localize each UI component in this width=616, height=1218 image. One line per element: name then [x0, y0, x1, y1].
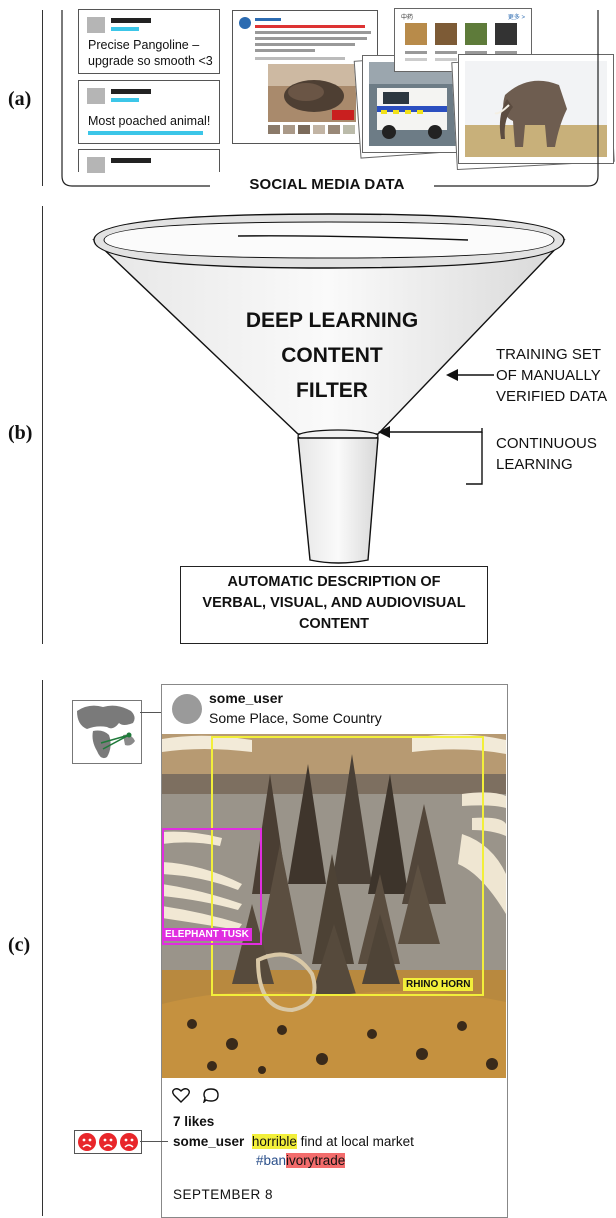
sentiment-connector — [140, 1141, 168, 1142]
filter-line: FILTER — [296, 379, 368, 402]
tweet-author-redacted — [111, 89, 151, 94]
filter-title: DEEP LEARNING CONTENT FILTER — [212, 303, 452, 408]
tweet-handle-redacted — [111, 98, 139, 102]
post-caption: some_user horrible find at local market — [173, 1134, 414, 1149]
output-box: AUTOMATIC DESCRIPTION OF VERBAL, VISUAL,… — [180, 566, 488, 644]
note-line: LEARNING — [496, 456, 573, 473]
shop-tab: 中药 — [401, 15, 414, 21]
tweet-text: Most poached animal! — [88, 114, 211, 128]
panel-label-c: (c) — [8, 934, 31, 956]
divider-a — [42, 10, 43, 186]
training-set-note: TRAINING SET OF MANUALLY VERIFIED DATA — [496, 344, 607, 407]
sad-face-icon — [120, 1133, 138, 1151]
continuous-learning-note: CONTINUOUS LEARNING — [496, 433, 597, 475]
tweet-card — [78, 149, 220, 173]
output-line: AUTOMATIC DESCRIPTION OF — [227, 574, 441, 590]
panel-label-a: (a) — [8, 88, 32, 110]
note-line: CONTINUOUS — [496, 435, 597, 452]
tweet-author-redacted — [111, 158, 151, 163]
more-link: 更多 > — [507, 15, 525, 21]
post-date: SEPTEMBER 8 — [173, 1187, 274, 1202]
divider-c — [42, 680, 43, 1216]
sentiment-indicator — [74, 1130, 142, 1154]
product-image — [465, 23, 487, 45]
post-location[interactable]: Some Place, Some Country — [209, 710, 382, 726]
hashtag-highlight: ivorytrade — [286, 1153, 346, 1168]
note-line: OF MANUALLY — [496, 367, 601, 384]
product-image — [405, 23, 427, 45]
pangolin-photo — [268, 64, 356, 122]
tweet-card: Precise Pangoline – upgrade so smooth <3 — [78, 9, 220, 74]
hashtag-prefix: #ban — [256, 1153, 287, 1168]
divider-b — [42, 206, 43, 644]
avatar — [87, 17, 105, 33]
tweet-card: Most poached animal! — [78, 80, 220, 144]
product-image — [495, 23, 517, 45]
filter-line: CONTENT — [281, 344, 383, 367]
output-line: VERBAL, VISUAL, AND AUDIOVISUAL — [202, 595, 466, 611]
rhino-horn-label: RHINO HORN — [403, 978, 474, 991]
elephant-tusk-label: ELEPHANT TUSK — [162, 928, 252, 941]
elephant-tusk-box — [162, 828, 262, 945]
avatar[interactable] — [172, 694, 202, 724]
thumbnail-strip — [268, 125, 355, 134]
caption-username[interactable]: some_user — [173, 1134, 245, 1149]
post-username[interactable]: some_user — [209, 690, 283, 706]
heart-icon[interactable] — [172, 1087, 190, 1108]
caption-hashtag[interactable]: #banivorytrade — [256, 1153, 346, 1168]
world-map-icon — [72, 700, 142, 764]
note-line: VERIFIED DATA — [496, 388, 608, 405]
sad-face-icon — [99, 1133, 117, 1151]
map-connector — [140, 712, 170, 713]
social-media-caption: SOCIAL MEDIA DATA — [249, 176, 405, 193]
likes-count: 7 likes — [173, 1114, 215, 1129]
caption-highlight-word: horrible — [251, 1134, 297, 1149]
tweet-handle-redacted — [111, 27, 139, 31]
output-line: CONTENT — [298, 616, 370, 632]
rhino-horn-box — [211, 736, 484, 996]
note-line: TRAINING SET — [496, 346, 602, 363]
data-collector-lines — [61, 10, 599, 187]
sad-face-icon — [78, 1133, 96, 1151]
comment-icon[interactable] — [202, 1087, 220, 1108]
filter-line: DEEP LEARNING — [245, 309, 419, 332]
weibo-post-card — [232, 10, 378, 144]
caption-text: find at local market — [296, 1134, 414, 1149]
tweet-link-redacted — [88, 131, 203, 135]
elephant-photo — [458, 54, 614, 164]
tweet-author-redacted — [111, 18, 151, 23]
tweet-text: Precise Pangoline – upgrade so smooth <3 — [88, 38, 213, 68]
avatar — [87, 157, 105, 173]
avatar — [87, 88, 105, 104]
avatar — [239, 17, 251, 29]
panel-label-b: (b) — [8, 422, 33, 444]
funnel-diagram — [92, 213, 566, 564]
product-image — [435, 23, 457, 45]
